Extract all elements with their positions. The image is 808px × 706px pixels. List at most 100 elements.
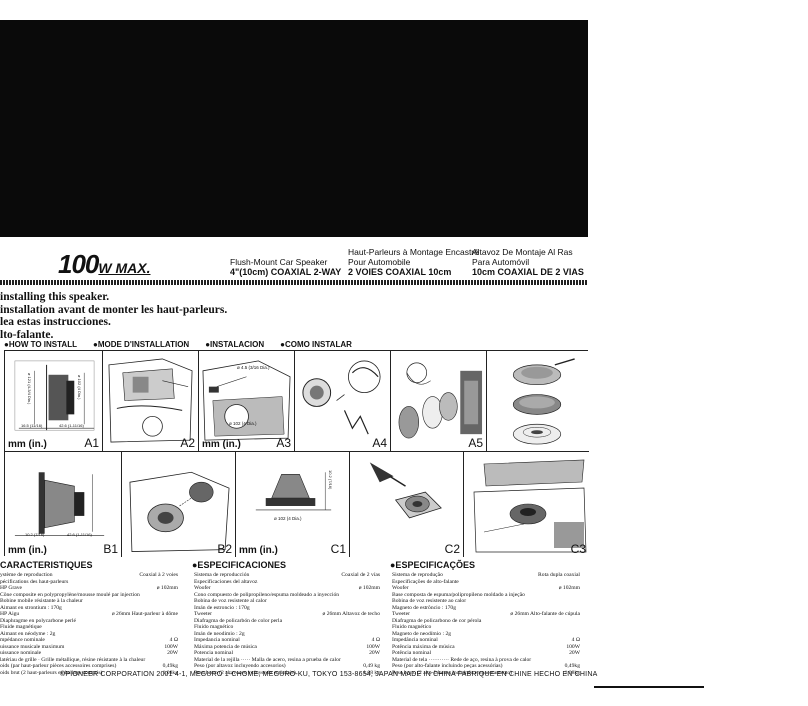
spec-label: Diafragma de policarbón de color perla bbox=[194, 617, 283, 624]
spec-list-fr: ystème de reproduction Coaxial à 2 voies p… bbox=[0, 572, 178, 676]
spec-label: Tweeter bbox=[194, 611, 212, 617]
spec-label: Impedancia nominal bbox=[194, 637, 240, 643]
diagram-grilles bbox=[487, 351, 589, 452]
spec-title-fr: CARACTERISTIQUES bbox=[0, 560, 93, 570]
rear-deck-mounting-drawing bbox=[473, 459, 587, 553]
spec-value: 4 Ω bbox=[571, 637, 580, 643]
spec-row: Impedancia nominal 4 Ω bbox=[194, 637, 380, 644]
spec-value: 1,08 kg bbox=[363, 669, 380, 676]
spec-label: Especificações de alto-falante bbox=[392, 578, 459, 585]
spec-label: oids brut (2 haut-parleurs emballage com… bbox=[0, 669, 103, 676]
spec-label: ystème de reproduction bbox=[0, 572, 53, 578]
spec-label: Diaphragme en polycarbone perlé bbox=[0, 617, 76, 624]
spec-value: 0,49 kg bbox=[363, 663, 380, 669]
spec-label: Woofer bbox=[392, 585, 409, 591]
warning-line: installing this speaker. bbox=[0, 291, 110, 303]
spec-row: Fluido magnético bbox=[194, 624, 380, 631]
spec-label: Woofer bbox=[194, 585, 211, 591]
spec-value: ø 26mm Altavoz de techo bbox=[322, 611, 380, 617]
header-french: Haut-Parleurs à Montage Encastré Pour Au… bbox=[348, 247, 479, 277]
spec-label: Imán de neodimio : 2g bbox=[194, 630, 245, 637]
spec-label: Sistema de reprodução bbox=[392, 572, 443, 578]
spec-row: Fluido magnético bbox=[392, 624, 580, 631]
spec-row: Cône composite en polypropylène/mousse m… bbox=[0, 592, 178, 599]
howto-fr: ●MODE D'INSTALLATION bbox=[92, 340, 190, 349]
spec-row: Bobina de voz resistente al calor bbox=[194, 598, 380, 605]
spec-row: oids brut (2 haut-parleurs emballage com… bbox=[0, 670, 178, 677]
wire-cutting-drawing bbox=[369, 462, 442, 519]
spec-value: ø 102mm bbox=[358, 585, 380, 591]
spec-row: Impedância nominal 4 Ω bbox=[392, 637, 580, 644]
spec-row: Imán de neodimio : 2g bbox=[194, 631, 380, 638]
spec-label: Fluide magnétique bbox=[0, 624, 42, 630]
spec-row: Peso (por alto-falante incluindo peças a… bbox=[392, 663, 580, 670]
spec-label: Magneto de neodímio : 2g bbox=[392, 630, 452, 637]
speaker-side-profile-drawing bbox=[14, 472, 105, 537]
document-header: 100W MAX. Flush-Mount Car Speaker 4"(10c… bbox=[0, 243, 588, 283]
spec-label: Fluido magnético bbox=[392, 624, 432, 630]
spec-value: ø 26mm Haut-parleur à dôme bbox=[111, 611, 178, 617]
spec-label: Máxima potencia de música bbox=[194, 643, 257, 650]
spec-label: mpédance nominale bbox=[0, 637, 45, 643]
spec-row: Woofer ø 102mm bbox=[194, 585, 380, 592]
spec-label: Especificaciones del altavoz bbox=[194, 578, 258, 585]
spec-label: Base composta de espuma/polipropileno mo… bbox=[392, 591, 525, 598]
spec-label: pécifications des haut-parleurs bbox=[0, 578, 69, 585]
diagram-a1: ø 121 (4-3/4 Dia.) ø 102 (4 Dia.) 16.5 (… bbox=[5, 351, 103, 452]
spec-row: Material de la rejilla ····· Malla de ac… bbox=[194, 657, 380, 664]
spec-row: latériau de grille · Grille métallique, … bbox=[0, 657, 178, 664]
diagram-c2: C2 bbox=[350, 452, 464, 557]
spec-value: 1,08kg bbox=[162, 669, 178, 676]
diagram-b2: B2 bbox=[122, 452, 236, 557]
spec-row: Magneto de neodímio : 2g bbox=[392, 631, 580, 638]
power-logo: 100W MAX. bbox=[58, 249, 151, 279]
spec-row: Diafragma de policarbón de color perla bbox=[194, 618, 380, 625]
grille-variants-drawing bbox=[512, 358, 575, 445]
spec-label: Sistema de reproducción bbox=[194, 572, 250, 578]
spec-label: Impedância nominal bbox=[392, 637, 438, 643]
spec-label: Peso (por altavoz incluyendo accesorios) bbox=[194, 663, 286, 669]
spec-row: Fluide magnétique bbox=[0, 624, 178, 631]
spec-row: Aimant en strontium : 170g bbox=[0, 605, 178, 612]
spec-row: pécifications des haut-parleurs bbox=[0, 579, 178, 586]
spec-value: Coaxial à 2 voies bbox=[139, 572, 178, 578]
speaker-grille-assembly-drawing bbox=[398, 362, 483, 439]
spec-row: oids (par haut-parleur pièces accessoire… bbox=[0, 663, 178, 670]
warning-line: lto-falante. bbox=[0, 328, 54, 341]
header-english: Flush-Mount Car Speaker 4"(10cm) COAXIAL… bbox=[230, 257, 342, 277]
diagram-a4: A4 bbox=[295, 351, 391, 452]
spec-label: Material de la rejilla ····· Malla de ac… bbox=[194, 656, 341, 663]
spec-row: Aimant en néodyme : 2g bbox=[0, 631, 178, 638]
spec-label: Diafragma de policarbono de cor pérola bbox=[392, 617, 482, 624]
spec-value: 20W bbox=[569, 650, 580, 656]
spec-label: Cono compuesto de polipropileno/espuma m… bbox=[194, 591, 340, 598]
header-hatch-divider bbox=[0, 280, 588, 285]
spec-value: 1,08kg bbox=[564, 669, 580, 676]
spec-label: Cône composite en polypropylène/mousse m… bbox=[0, 591, 140, 598]
speaker-fitting-drawing bbox=[302, 360, 381, 435]
spec-label: Aimant en néodyme : 2g bbox=[0, 630, 56, 637]
spec-value: ø 26mm Alto-falante de cúpula bbox=[510, 611, 580, 617]
spec-label: Bobina de voz resistente al calor bbox=[194, 598, 267, 604]
install-headings: ●HOW TO INSTALL ●MODE D'INSTALLATION ●IN… bbox=[4, 340, 352, 349]
spec-value: 0,49kg bbox=[564, 663, 580, 669]
spec-value: 4 Ω bbox=[371, 637, 380, 643]
footer-imprint: ©PIONEER CORPORATION 2001 4-1, MEGURO 1-… bbox=[60, 671, 598, 678]
spec-value: 20W bbox=[369, 650, 380, 656]
spec-value: 100W bbox=[566, 643, 580, 650]
spec-row: Especificações de alto-falante bbox=[392, 579, 580, 586]
footer-rule bbox=[594, 686, 704, 688]
spec-row: Especificaciones del altavoz bbox=[194, 579, 380, 586]
speaker-door-mounting-drawing bbox=[129, 471, 230, 552]
